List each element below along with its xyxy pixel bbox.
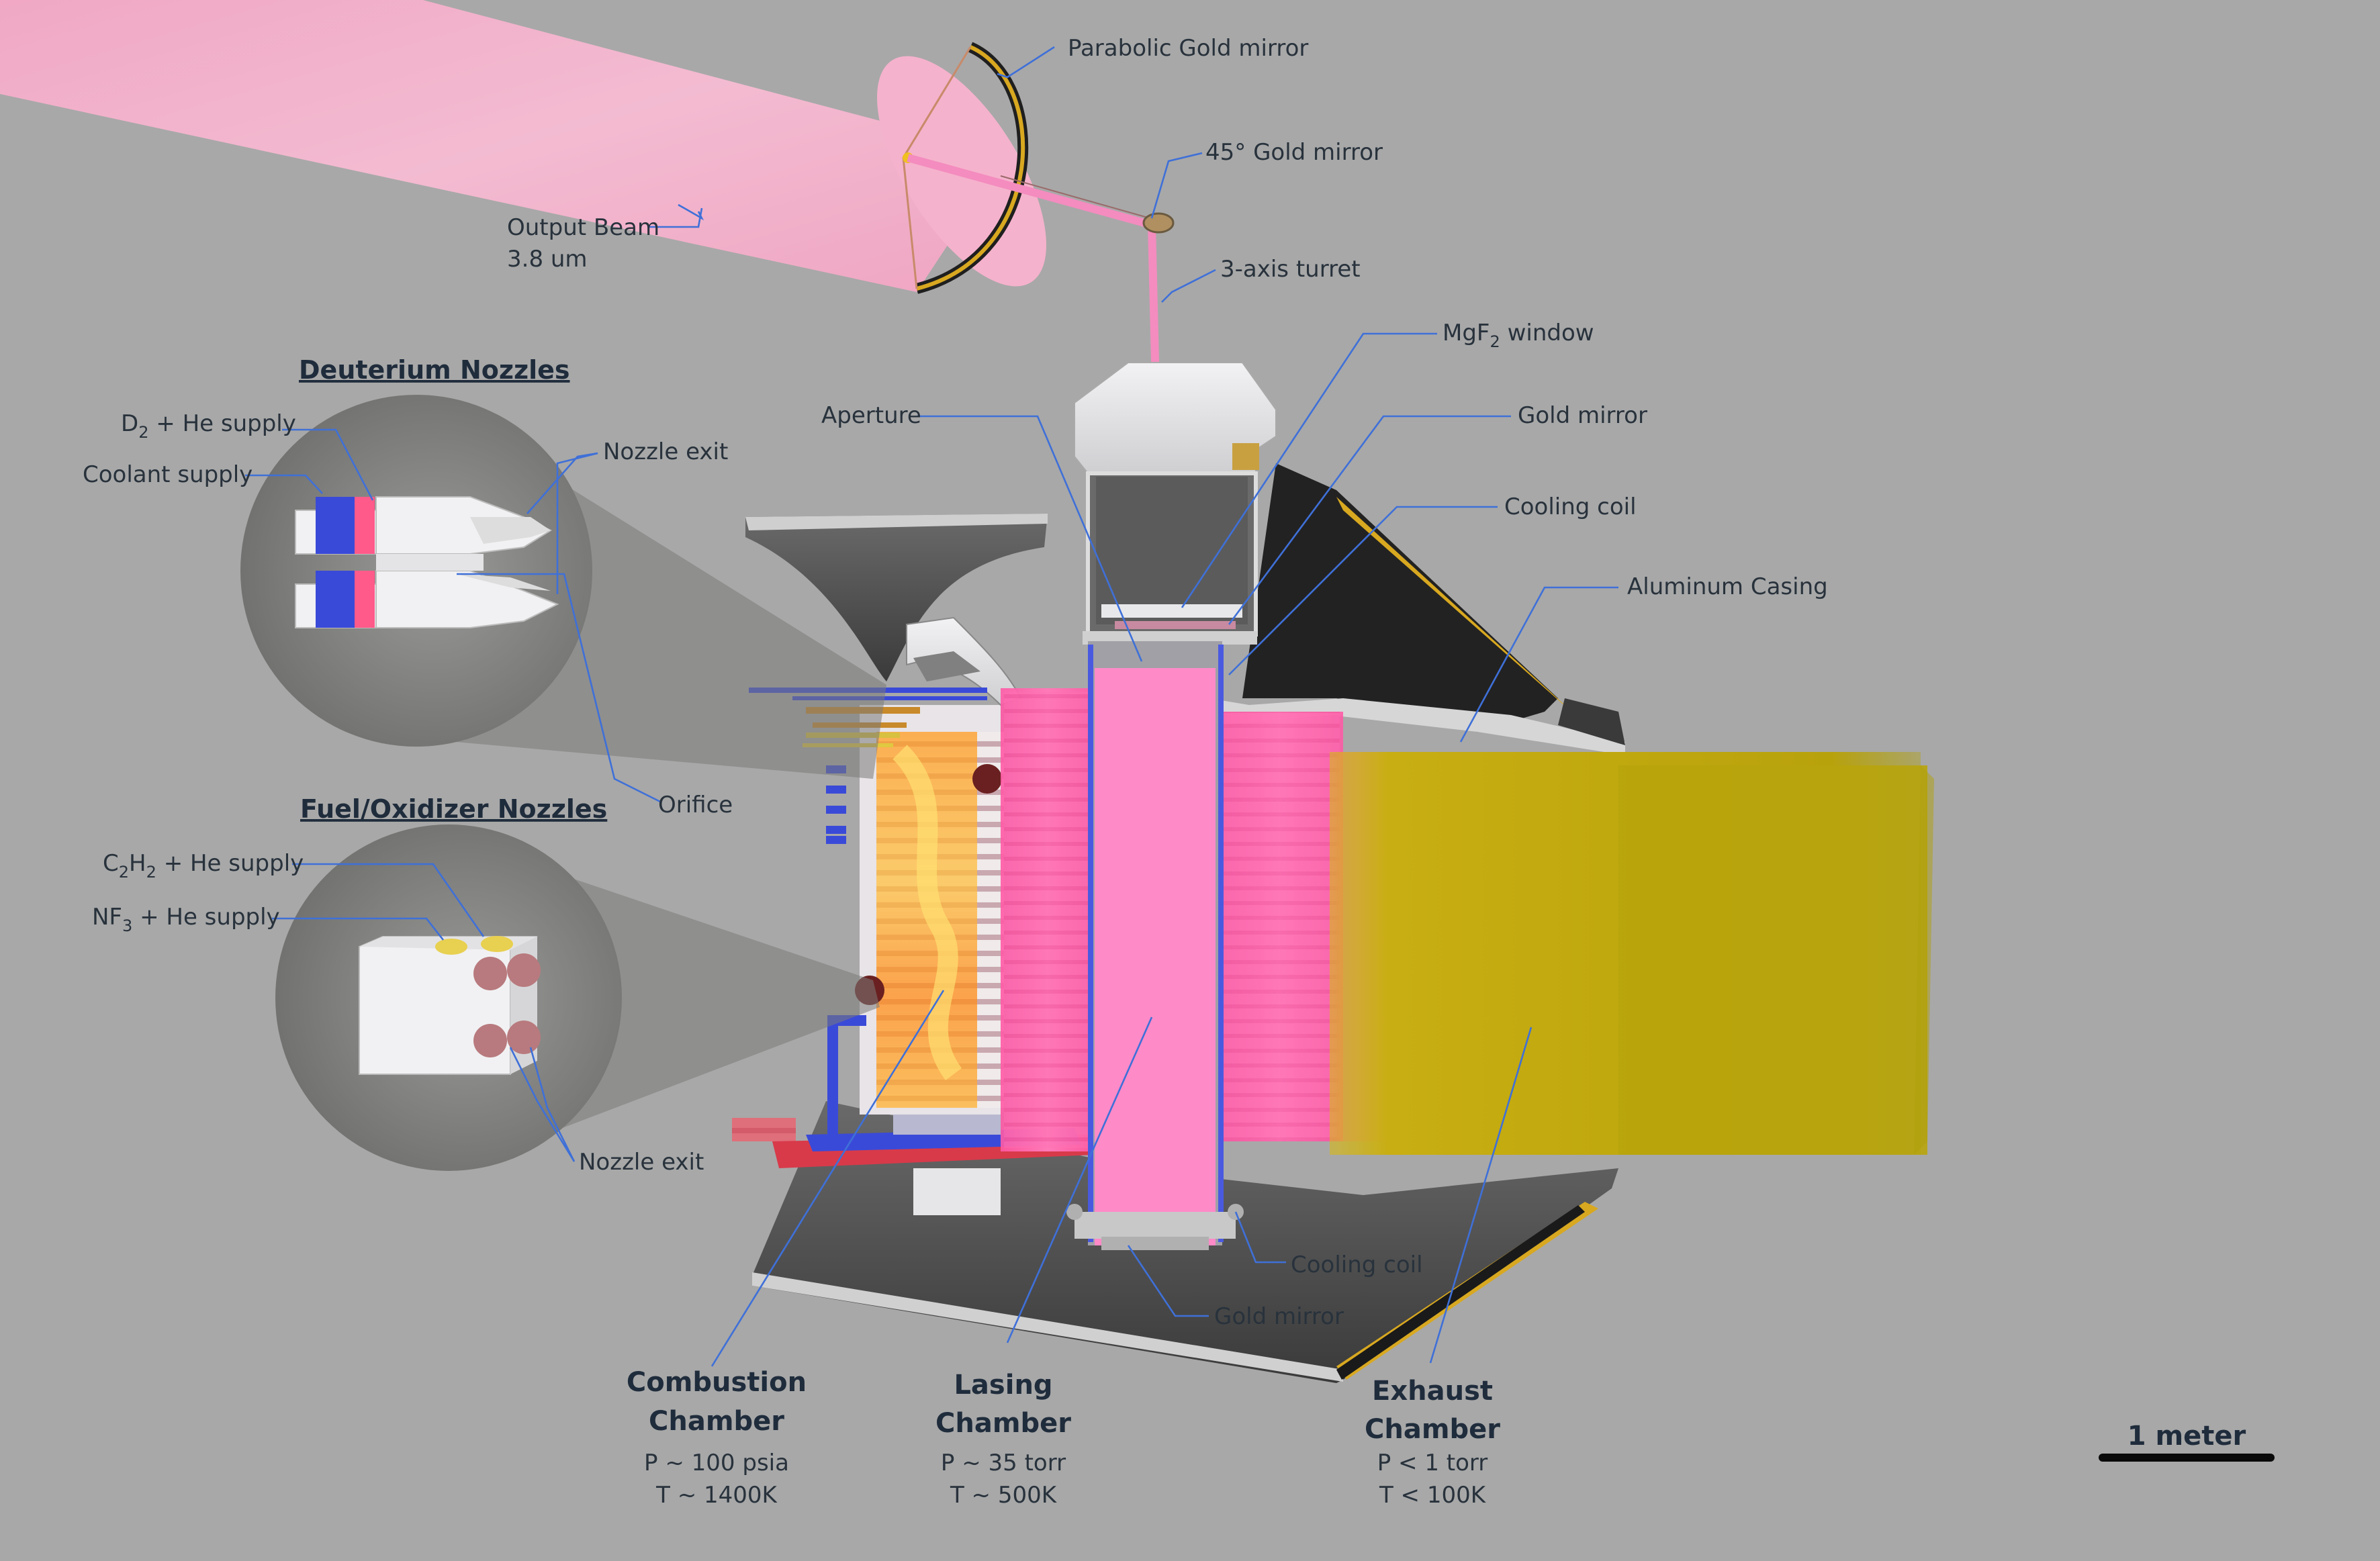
mgf2-window-label: MgF2 window (1443, 320, 1594, 351)
exhaust-chamber-caption: Exhaust Chamber P < 1 torr T < 100K (1365, 1376, 1500, 1509)
orifice-label: Orifice (658, 792, 733, 818)
svg-text:Chamber: Chamber (1365, 1414, 1500, 1445)
svg-text:T ~ 1400K: T ~ 1400K (655, 1482, 778, 1509)
aluminum-casing-label: Aluminum Casing (1627, 573, 1828, 600)
output-beam-wavelength: 3.8 um (507, 246, 588, 273)
parabolic-mirror-label: Parabolic Gold mirror (1068, 35, 1308, 62)
scale-bar: 1 meter (2099, 1421, 2275, 1462)
c2h2-supply-label: C2H2 + He supply (103, 850, 304, 882)
combustion-chamber-caption: Combustion Chamber P ~ 100 psia T ~ 1400… (627, 1367, 807, 1509)
deuterium-title: Deuterium Nozzles (299, 355, 570, 385)
aperture-label: Aperture (821, 402, 921, 429)
fuel-nozzle-exit-label: Nozzle exit (579, 1149, 704, 1176)
coolant-supply-label: Coolant supply (83, 461, 253, 488)
cooling-coil-top-label: Cooling coil (1504, 493, 1637, 520)
d2-supply-label: D2 + He supply (121, 410, 296, 442)
turret-housing (1074, 362, 1277, 645)
svg-text:P ~ 100 psia: P ~ 100 psia (644, 1450, 789, 1476)
output-beam-label: Output Beam (507, 214, 659, 241)
nf3-supply-label: NF3 + He supply (92, 904, 280, 935)
lasing-chamber-fins (1001, 688, 1343, 1151)
deuterium-nozzle-detail (240, 395, 592, 747)
svg-text:P ~ 35 torr: P ~ 35 torr (941, 1450, 1066, 1476)
svg-text:Exhaust: Exhaust (1372, 1376, 1493, 1407)
lasing-chamber-caption: Lasing Chamber P ~ 35 torr T ~ 500K (935, 1370, 1071, 1509)
fuel-title: Fuel/Oxidizer Nozzles (300, 794, 607, 824)
gold-mirror-bottom-label: Gold mirror (1214, 1303, 1344, 1330)
exhaust-plume (1330, 752, 1934, 1155)
svg-text:Combustion: Combustion (627, 1367, 807, 1398)
svg-text:Chamber: Chamber (935, 1408, 1071, 1439)
svg-text:T ~ 500K: T ~ 500K (950, 1482, 1058, 1509)
gold-mirror-45 (1142, 212, 1175, 234)
scale-bar-label: 1 meter (2127, 1421, 2246, 1452)
svg-text:Lasing: Lasing (954, 1370, 1052, 1401)
gold-mirror-top-label: Gold mirror (1518, 402, 1647, 429)
deuterium-nozzle-exit-label: Nozzle exit (603, 438, 728, 465)
upper-shroud (745, 514, 1048, 681)
gold-mirror-45-label: 45° Gold mirror (1205, 139, 1383, 166)
labels: Parabolic Gold mirror 45° Gold mirror Ou… (83, 35, 2275, 1509)
svg-text:Chamber: Chamber (649, 1406, 784, 1437)
cooling-coil-bottom-label: Cooling coil (1291, 1251, 1423, 1278)
scale-bar-line (2099, 1454, 2275, 1462)
svg-text:T < 100K: T < 100K (1379, 1482, 1487, 1509)
lasing-chamber (1066, 641, 1244, 1250)
turret-label: 3-axis turret (1220, 256, 1361, 283)
leader-lines (245, 46, 1618, 1367)
fuel-nozzle-detail (275, 824, 622, 1171)
svg-text:P < 1 torr: P < 1 torr (1377, 1450, 1488, 1476)
